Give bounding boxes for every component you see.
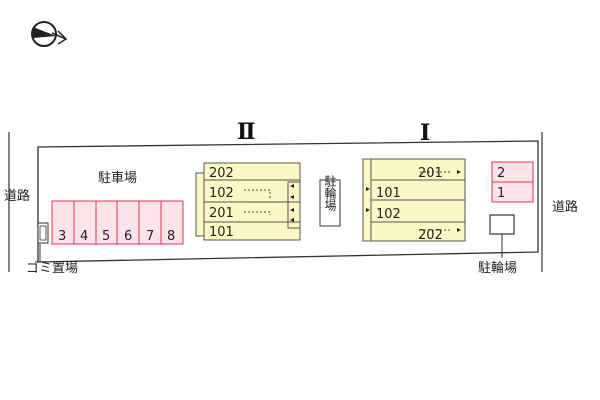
building-1: 201 101 102 202	[362, 158, 466, 243]
parking-space: 2	[497, 166, 505, 181]
north-compass-icon	[31, 21, 68, 47]
bike-parking-right	[489, 214, 515, 258]
unit-label: 102	[209, 186, 234, 201]
unit-label: 201	[418, 166, 443, 181]
unit-label: 202	[209, 166, 234, 181]
parking-space: 1	[497, 186, 505, 201]
building-2-numeral: Ⅱ	[237, 119, 256, 145]
unit-label: 201	[209, 206, 234, 221]
parking-label: 駐車場	[98, 171, 137, 186]
road-label-right: 道路	[552, 199, 578, 215]
unit-label: 202	[418, 228, 443, 243]
parking-space: 4	[80, 229, 88, 244]
bike-parking-center: 駐輪場	[319, 174, 341, 227]
parking-space: 8	[167, 229, 175, 244]
unit-label: 101	[209, 225, 234, 240]
parking-space: 6	[124, 229, 132, 244]
parking-area-right: 2 1	[491, 161, 534, 203]
road-label-left: 道路	[4, 188, 30, 204]
unit-label: 101	[376, 186, 401, 201]
parking-space: 7	[146, 229, 154, 244]
building-2: 202 102 201 101	[195, 162, 301, 241]
parking-space: 3	[58, 229, 66, 244]
parking-space: 5	[102, 229, 110, 244]
building-1-numeral: Ⅰ	[420, 120, 430, 146]
garbage-area	[37, 222, 49, 262]
parking-area-left: 3 4 5 6 7 8	[51, 200, 184, 245]
garbage-label: ゴミ置場	[26, 260, 78, 276]
bike-parking-right-label: 駐輪場	[478, 260, 517, 276]
svg-text:駐輪場: 駐輪場	[323, 174, 337, 212]
unit-label: 102	[376, 207, 401, 222]
